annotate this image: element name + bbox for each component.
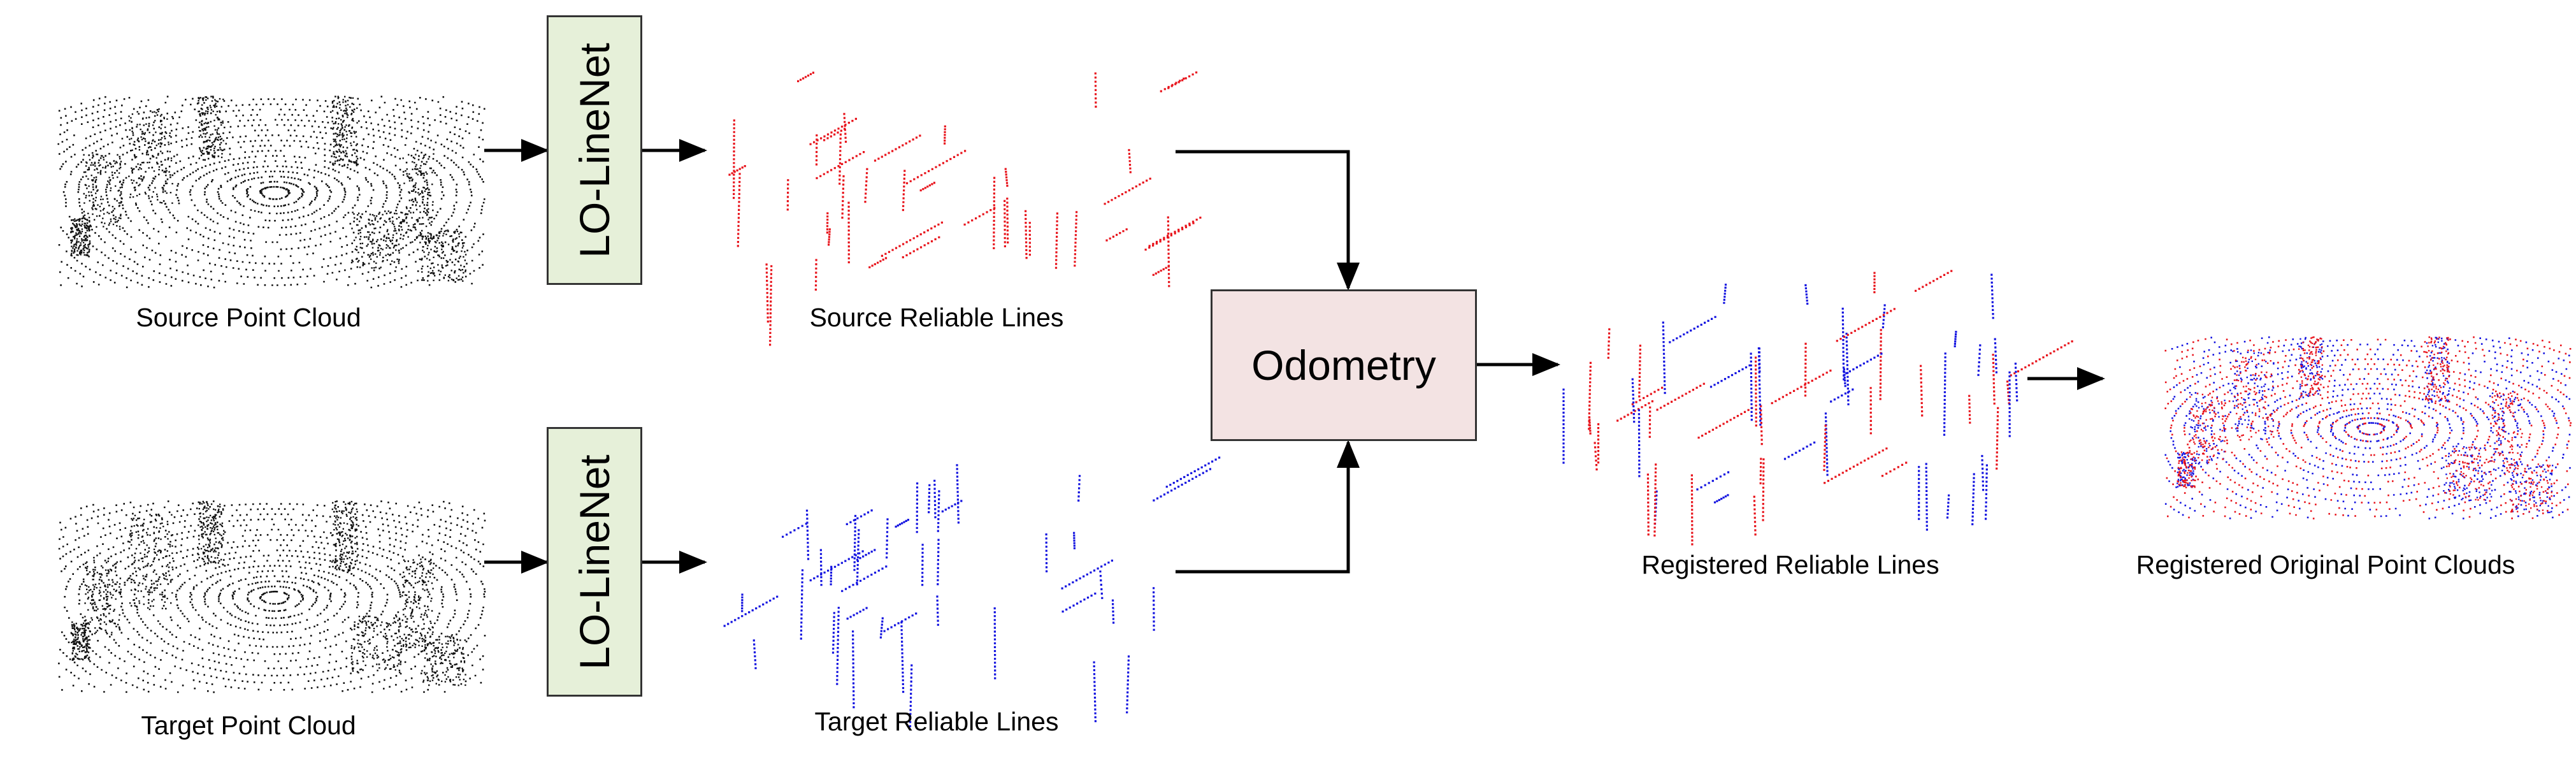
caption-registered-reliable-lines: Registered Reliable Lines (1641, 550, 1939, 579)
arrow-source-lines-to-odometry (1176, 150, 1360, 291)
odometry-block: Odometry (1211, 289, 1477, 441)
caption-registered-original-point-clouds: Registered Original Point Clouds (2136, 550, 2515, 579)
odometry-label: Odometry (1251, 342, 1436, 389)
caption-source-reliable-lines: Source Reliable Lines (809, 303, 1064, 332)
caption-target-reliable-lines: Target Reliable Lines (814, 707, 1059, 736)
arrow-target-lines-to-odometry (1176, 440, 1360, 574)
caption-source-point-cloud: Source Point Cloud (136, 303, 361, 332)
lo-linenet-label-bottom: LO-LineNet (571, 454, 619, 670)
caption-target-point-cloud: Target Point Cloud (141, 711, 356, 740)
lo-linenet-label-top: LO-LineNet (571, 42, 619, 258)
lo-linenet-block-top: LO-LineNet (547, 15, 642, 285)
lo-linenet-block-bottom: LO-LineNet (547, 427, 642, 697)
